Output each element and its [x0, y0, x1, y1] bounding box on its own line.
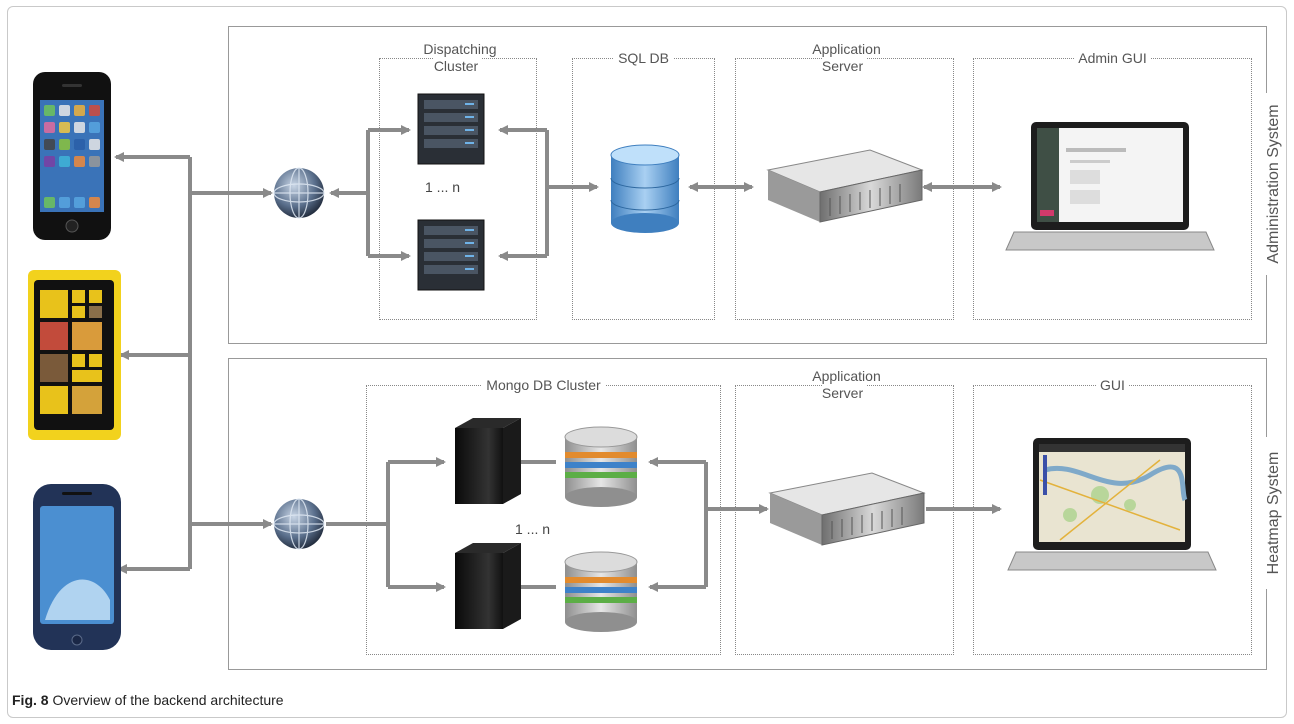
- sql-database-icon: [610, 144, 680, 233]
- heatmap-gui-laptop-icon: [1007, 438, 1217, 571]
- mongo-server-n-icon: [455, 543, 521, 629]
- admin-app-server-icon: [766, 149, 924, 223]
- mongo-db-cluster-group: Mongo DB Cluster: [366, 377, 721, 655]
- dispatch-server-n-icon: [417, 219, 485, 291]
- heatmap-network-globe-icon: [273, 498, 325, 550]
- heatmap-range-label: 1 ... n: [515, 521, 551, 537]
- mongo-database-n-icon: [564, 551, 638, 632]
- iphone-icon: [33, 72, 111, 240]
- mongo-cluster-label: Mongo DB Cluster: [482, 377, 605, 393]
- sql-db-label: SQL DB: [614, 50, 673, 66]
- mongo-server-1-icon: [455, 418, 521, 504]
- figure-caption: Fig. 8 Overview of the backend architect…: [12, 692, 284, 708]
- heatmap-gui-label: GUI: [1096, 377, 1129, 393]
- mongo-database-1-icon: [564, 426, 638, 507]
- heatmap-gui-group: GUI: [973, 377, 1252, 655]
- figure-frame: [7, 6, 1287, 718]
- admin-gui-laptop-icon: [1005, 122, 1215, 251]
- admin-range-label: 1 ... n: [425, 179, 461, 195]
- samsung-phone-icon: [33, 484, 121, 650]
- admin-network-globe-icon: [273, 167, 325, 219]
- figure-caption-text: Overview of the backend architecture: [48, 692, 284, 708]
- figure-caption-label: Fig. 8: [12, 692, 49, 708]
- heatmap-app-server-icon: [768, 472, 926, 546]
- admin-gui-label: Admin GUI: [1074, 50, 1151, 66]
- nokia-phone-icon: [28, 270, 121, 440]
- dispatch-server-1-icon: [417, 93, 485, 165]
